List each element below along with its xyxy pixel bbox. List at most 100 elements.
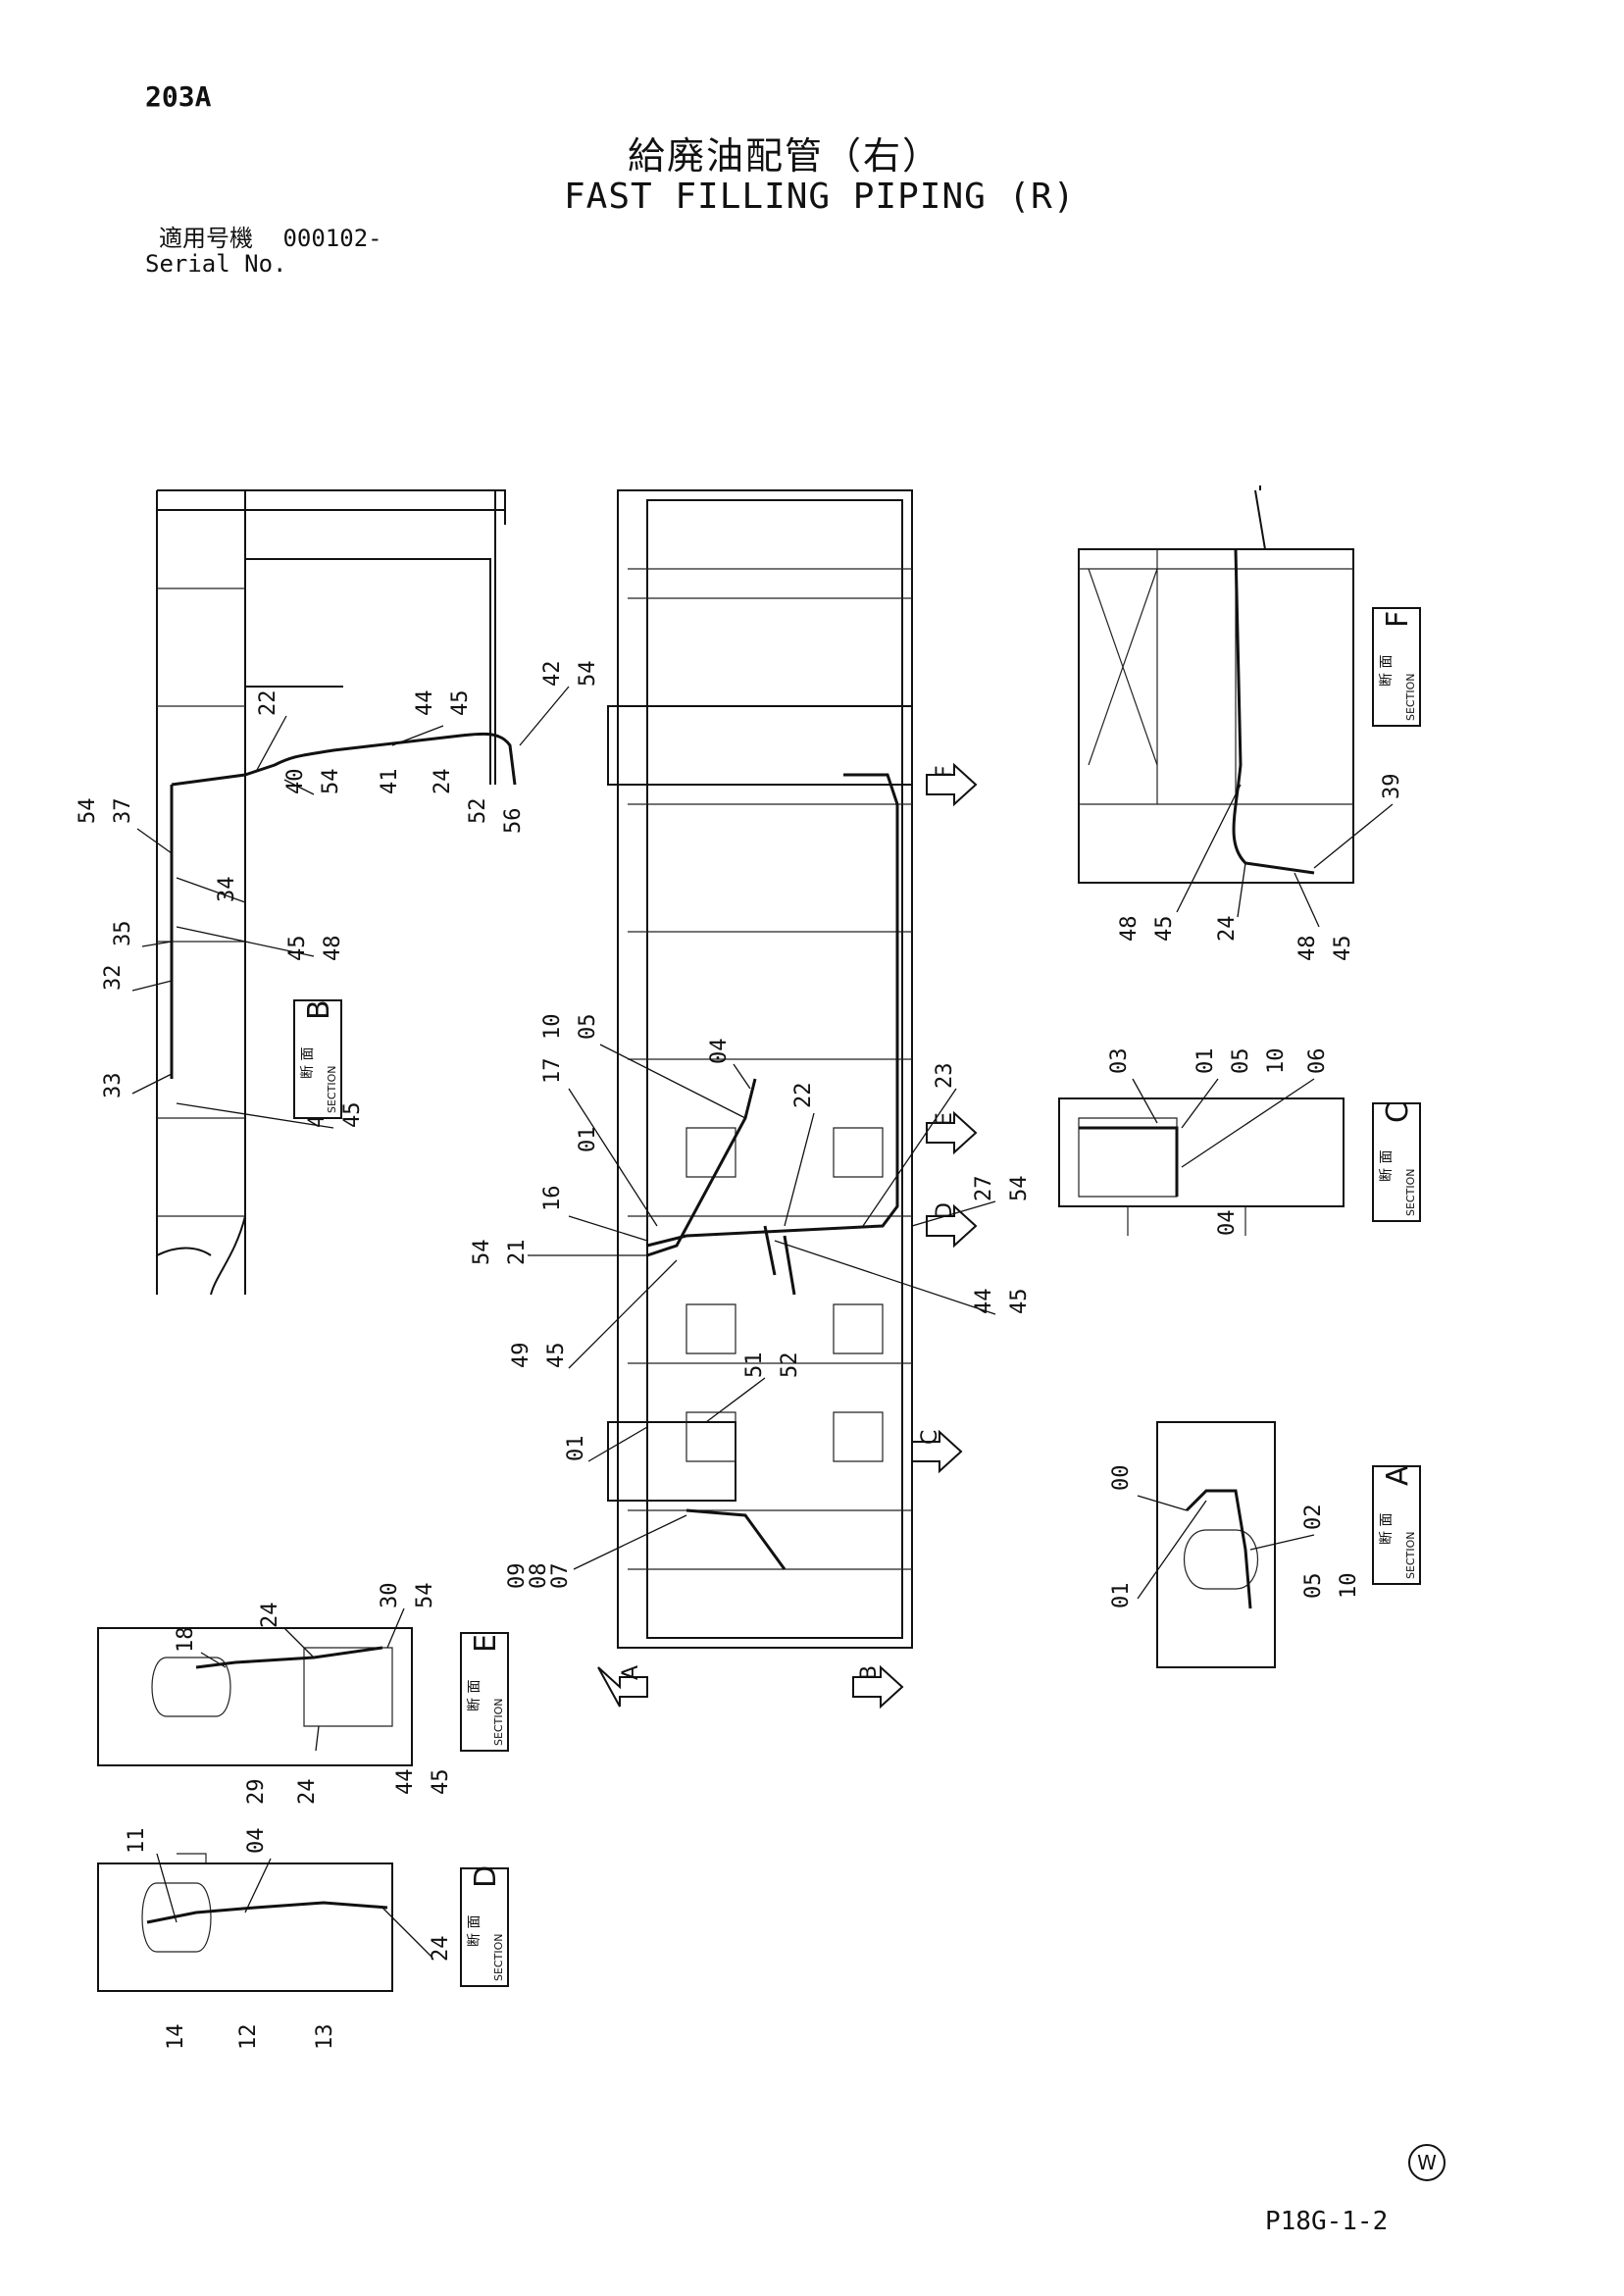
callout-m15: 49 — [509, 1343, 533, 1369]
main-view-callouts: 17 10 05 04 22 23 27 54 16 01 54 21 44 4… — [470, 1014, 1032, 1590]
section-label-c: C 断 面 SECTION — [1372, 1102, 1421, 1222]
serial-row: 適用号機 000102- — [145, 226, 382, 251]
callout-b10: 52 — [466, 798, 490, 825]
callout-m7: 27 — [972, 1176, 996, 1202]
callout-e4: 54 — [413, 1583, 437, 1609]
section-letter-e: E — [469, 1634, 503, 1653]
callout-b9: 24 — [431, 769, 455, 795]
callout-b14: 34 — [215, 877, 239, 903]
view-arrow-b: B — [852, 1664, 904, 1709]
section-letter-b: B — [302, 999, 336, 1020]
callout-d5: 12 — [236, 2024, 261, 2051]
serial-label-en: Serial No. — [145, 250, 287, 278]
section-label-a: A 断 面 SECTION — [1372, 1465, 1421, 1585]
section-e-callouts: 18 24 30 54 29 24 44 45 — [174, 1583, 453, 1806]
callout-b21: 45 — [340, 1102, 365, 1129]
section-a-view — [1156, 1421, 1276, 1668]
section-en-c: SECTION — [1404, 1169, 1417, 1216]
callout-e3: 30 — [378, 1583, 402, 1609]
callout-a4: 05 — [1301, 1573, 1326, 1600]
callout-c1: 03 — [1107, 1048, 1132, 1075]
callout-b15: 35 — [111, 921, 135, 947]
callout-m8: 54 — [1007, 1176, 1032, 1202]
callout-b7: 54 — [319, 769, 343, 795]
callout-m19: 01 — [564, 1436, 588, 1462]
callout-m5: 22 — [791, 1083, 816, 1109]
section-en-b: SECTION — [326, 1066, 338, 1113]
callout-d4: 14 — [164, 2024, 188, 2051]
callout-c6: 04 — [1215, 1210, 1240, 1237]
callout-f6: 45 — [1331, 936, 1355, 962]
callout-m11: 54 — [470, 1240, 494, 1266]
arrow-letter-d: D — [933, 1202, 957, 1219]
serial-value: 000102- — [282, 225, 382, 252]
callout-m20: 09 — [505, 1563, 530, 1590]
section-jp-d: 断 面 — [467, 1915, 482, 1947]
section-en-f: SECTION — [1404, 674, 1417, 721]
section-letter-c: C — [1381, 1102, 1415, 1123]
callout-m10: 01 — [576, 1127, 600, 1153]
callout-b12: 54 — [76, 798, 100, 825]
callout-e2: 24 — [258, 1603, 282, 1629]
section-c-callouts: 03 01 05 10 06 04 — [1107, 1048, 1330, 1237]
side-view-b — [156, 489, 517, 1296]
serial-label-jp: 適用号機 — [159, 225, 253, 252]
view-arrow-d: D — [926, 1202, 978, 1249]
section-label-e: E 断 面 SECTION — [460, 1632, 509, 1752]
callout-m16: 45 — [544, 1343, 569, 1369]
callout-f2: 48 — [1117, 916, 1142, 943]
callout-b18: 32 — [101, 965, 126, 992]
section-d-view — [97, 1853, 393, 1992]
view-arrow-c: C — [911, 1430, 963, 1474]
section-letter-a: A — [1381, 1465, 1415, 1486]
section-c-view — [1058, 1097, 1345, 1236]
section-label-f: F 断 面 SECTION — [1372, 607, 1421, 727]
view-arrow-e: E — [926, 1110, 978, 1155]
callout-b13: 37 — [111, 798, 135, 825]
callout-e5: 29 — [244, 1779, 269, 1806]
callout-e1: 18 — [174, 1627, 198, 1654]
section-letter-d: D — [469, 1865, 503, 1888]
callout-b1: 22 — [256, 690, 280, 717]
callout-m4: 04 — [707, 1039, 732, 1065]
title-japanese: 給廃油配管（右） — [628, 134, 942, 178]
page-code: 203A — [145, 80, 212, 113]
callout-m12: 21 — [505, 1240, 530, 1266]
callout-d2: 04 — [244, 1828, 269, 1855]
callout-m17: 51 — [742, 1352, 767, 1379]
callout-b8: 41 — [378, 769, 402, 795]
manufacturer-mark: W — [1408, 2144, 1446, 2181]
callout-c3: 05 — [1229, 1048, 1253, 1075]
title-english: FAST FILLING PIPING (R) — [564, 177, 1076, 217]
callout-e8: 45 — [429, 1769, 453, 1796]
callout-a5: 10 — [1337, 1573, 1361, 1600]
callout-b3: 45 — [448, 690, 473, 717]
arrow-letter-b: B — [857, 1665, 882, 1680]
section-a-callouts: 00 01 02 05 10 — [1109, 1465, 1361, 1609]
callout-b11: 56 — [501, 808, 526, 835]
section-label-d: D 断 面 SECTION — [460, 1865, 509, 1987]
callout-c5: 06 — [1305, 1048, 1330, 1075]
section-jp-e: 断 面 — [467, 1680, 482, 1711]
section-letter-f: F — [1381, 611, 1415, 628]
callout-a3: 02 — [1301, 1505, 1326, 1531]
callout-m22: 07 — [548, 1563, 573, 1590]
callout-m6: 23 — [933, 1063, 957, 1090]
section-en-e: SECTION — [492, 1699, 505, 1746]
section-f-view — [1078, 485, 1354, 884]
callout-c2: 01 — [1193, 1048, 1218, 1075]
callout-m14: 45 — [1007, 1289, 1032, 1315]
section-jp-c: 断 面 — [1379, 1150, 1395, 1182]
view-arrow-f: F — [926, 762, 978, 807]
callout-b5: 54 — [576, 661, 600, 688]
callout-d3: 24 — [429, 1936, 453, 1963]
main-plan-view — [607, 489, 913, 1649]
section-jp-b: 断 面 — [300, 1047, 316, 1079]
section-b-callouts: 22 44 45 42 54 40 54 41 24 52 56 54 37 3… — [76, 661, 600, 1129]
section-d-callouts: 11 04 24 14 12 13 — [125, 1828, 453, 2051]
callout-b2: 44 — [413, 690, 437, 717]
section-en-d: SECTION — [492, 1934, 505, 1981]
callout-a1: 00 — [1109, 1465, 1134, 1492]
arrow-letter-c: C — [918, 1430, 942, 1445]
